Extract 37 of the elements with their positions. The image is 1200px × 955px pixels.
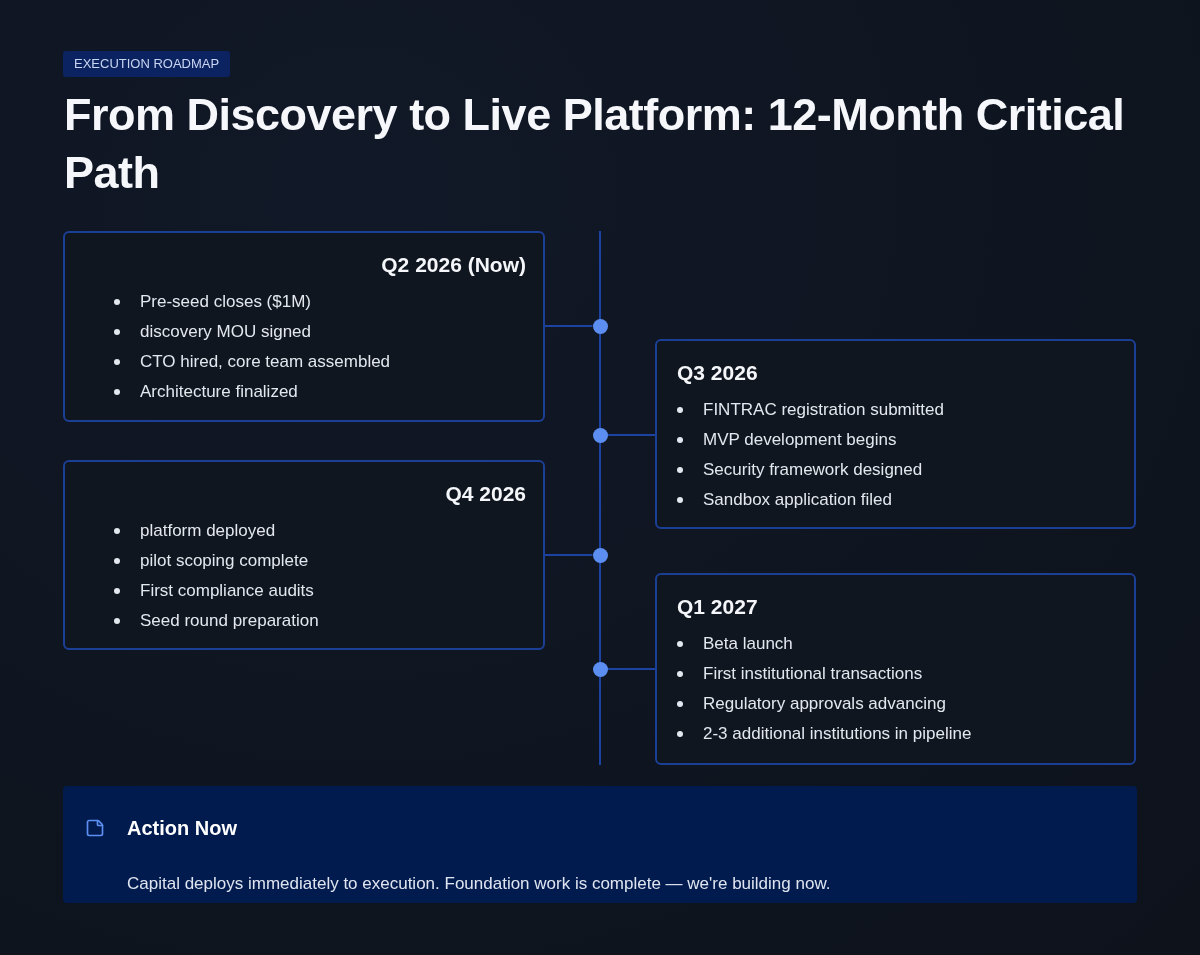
bullet-item: 2-3 additional institutions in pipeline	[677, 719, 972, 749]
connector-line	[544, 554, 594, 556]
timeline-dot	[592, 547, 608, 563]
connector-line	[606, 668, 656, 670]
quarter-heading: Q4 2026	[445, 481, 526, 507]
bullet-item: Architecture finalized	[114, 377, 298, 407]
callout-text: Capital deploys immediately to execution. Foundation work is complete — we're building now.	[127, 873, 831, 896]
bullet-item: Pre-seed closes ($1M)	[114, 287, 311, 317]
milestone-card	[63, 231, 545, 422]
connector-line	[544, 325, 594, 327]
milestone-card	[655, 573, 1136, 765]
bullet-item: Seed round preparation	[114, 606, 319, 636]
bullet-item: Security framework designed	[677, 455, 923, 485]
bullet-item: platform deployed	[114, 516, 276, 546]
page-title: From Discovery to Live Platform: 12-Month Critical Path	[64, 88, 1126, 200]
bullet-item: MVP development begins	[677, 425, 897, 455]
bullet-item: discovery MOU signed	[114, 317, 311, 347]
bullet-item: First institutional transactions	[677, 659, 923, 689]
timeline-dot	[592, 661, 608, 677]
bullet-item: FINTRAC registration submitted	[677, 395, 944, 425]
bullet-item: Beta launch	[677, 629, 793, 659]
milestone-card	[63, 460, 545, 650]
quarter-heading: Q1 2027	[677, 594, 758, 620]
section-tag: EXECUTION ROADMAP	[63, 51, 231, 77]
timeline-dot	[592, 427, 608, 443]
bullet-item: First compliance audits	[114, 576, 314, 606]
callout-panel	[63, 786, 1137, 903]
bullet-item: CTO hired, core team assembled	[114, 347, 391, 377]
milestone-card	[655, 339, 1136, 529]
callout-heading: Action Now	[127, 815, 237, 841]
timeline-dot	[592, 318, 608, 334]
connector-line	[606, 434, 656, 436]
bullet-item: Sandbox application filed	[677, 485, 893, 515]
quarter-heading: Q3 2026	[677, 360, 758, 386]
bullet-item: pilot scoping complete	[114, 546, 309, 576]
quarter-heading: Q2 2026 (Now)	[381, 252, 526, 278]
bullet-item: Regulatory approvals advancing	[677, 689, 946, 719]
